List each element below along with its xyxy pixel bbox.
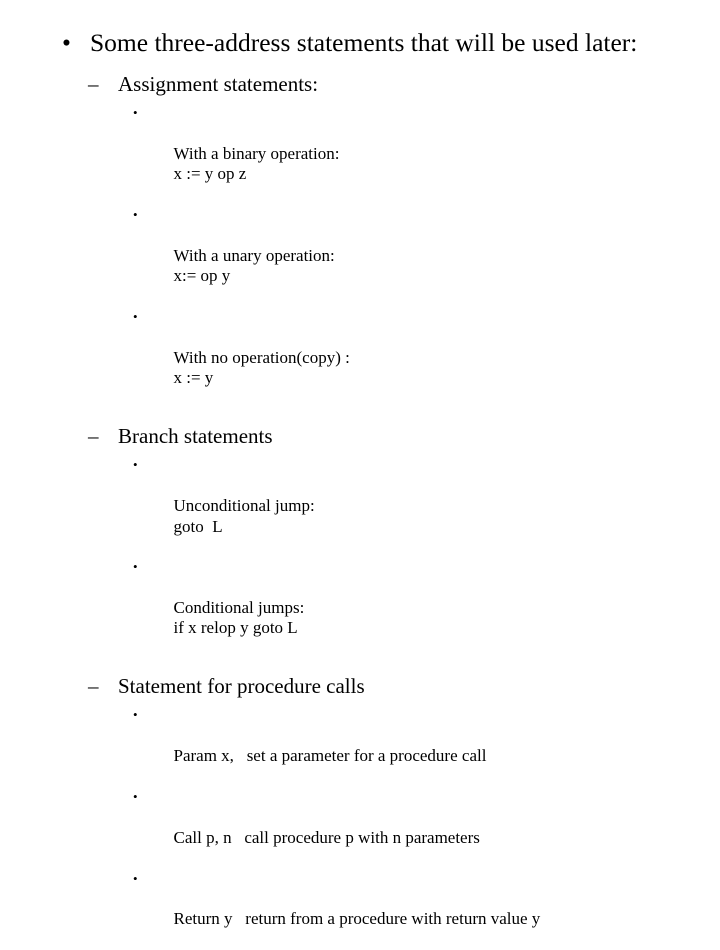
level1-bullet-icon: • — [62, 28, 71, 57]
dash-icon: – — [88, 424, 99, 449]
sub-bullet-icon: • — [133, 870, 138, 886]
spacer — [0, 409, 720, 424]
sub-bullet-icon: • — [133, 559, 138, 575]
list-item-label: Return y — [173, 909, 233, 929]
list-item-label: Call p, n — [173, 827, 232, 847]
level1-bullet-text: Some three-address statements that will … — [90, 28, 638, 57]
list-item-label: With a binary operation: — [173, 144, 340, 164]
section-heading-label: Assignment statements: — [118, 72, 319, 97]
sub-bullet-icon: • — [133, 309, 138, 325]
sub-bullet-icon: • — [133, 105, 138, 121]
dash-icon: – — [88, 674, 99, 699]
section-heading-assignment: – Assignment statements: — [0, 72, 720, 97]
sub-bullet-icon: • — [133, 789, 138, 804]
section-heading-label: Branch statements — [118, 424, 273, 449]
list-item-value: set a parameter for a procedure call — [246, 746, 487, 766]
section-heading-branch: – Branch statements — [0, 424, 720, 449]
list-item: • With no operation(copy) : x := y — [0, 307, 720, 409]
sub-bullet-icon: • — [133, 707, 138, 723]
spacer — [0, 659, 720, 674]
list-item-label: With a unary operation: — [173, 246, 335, 266]
list-item-label: Conditional jumps: — [173, 598, 305, 618]
slide-body: • Some three-address statements that wil… — [0, 27, 720, 950]
list-item: • Conditional jumps: if x relop y goto L — [0, 557, 720, 659]
list-item: • Unconditional jump: goto L — [0, 455, 720, 557]
list-item-value: x := y op z — [173, 164, 247, 184]
list-item-value: return from a procedure with return valu… — [245, 909, 541, 929]
spacer — [0, 58, 720, 72]
list-item-value: call procedure p with n parameters — [244, 827, 480, 847]
list-item-value: x:= op y — [173, 266, 231, 286]
dash-icon: – — [88, 72, 99, 97]
list-item: • With a unary operation: x:= op y — [0, 205, 720, 307]
list-item-value: goto L — [173, 516, 223, 536]
list-item-value: if x relop y goto L — [173, 618, 298, 638]
list-item: • Param x, set a parameter for a procedu… — [0, 705, 720, 787]
sub-bullet-icon: • — [133, 207, 138, 223]
level1-bullet-item: • Some three-address statements that wil… — [0, 27, 720, 58]
list-item-value: x := y — [173, 368, 214, 388]
list-item-label: Unconditional jump: — [173, 496, 315, 516]
list-item: • Return y return from a procedure with … — [0, 869, 720, 950]
list-item: • Call p, n call procedure p with n para… — [0, 787, 720, 869]
sub-bullet-icon: • — [133, 457, 138, 473]
section-heading-procedure-calls: – Statement for procedure calls — [0, 674, 720, 699]
list-item: • With a binary operation: x := y op z — [0, 103, 720, 205]
section-heading-label: Statement for procedure calls — [118, 674, 365, 699]
list-item-label: Param x, — [173, 746, 234, 766]
list-item-label: With no operation(copy) : — [173, 347, 350, 367]
slide-canvas: • Some three-address statements that wil… — [62, 28, 638, 929]
